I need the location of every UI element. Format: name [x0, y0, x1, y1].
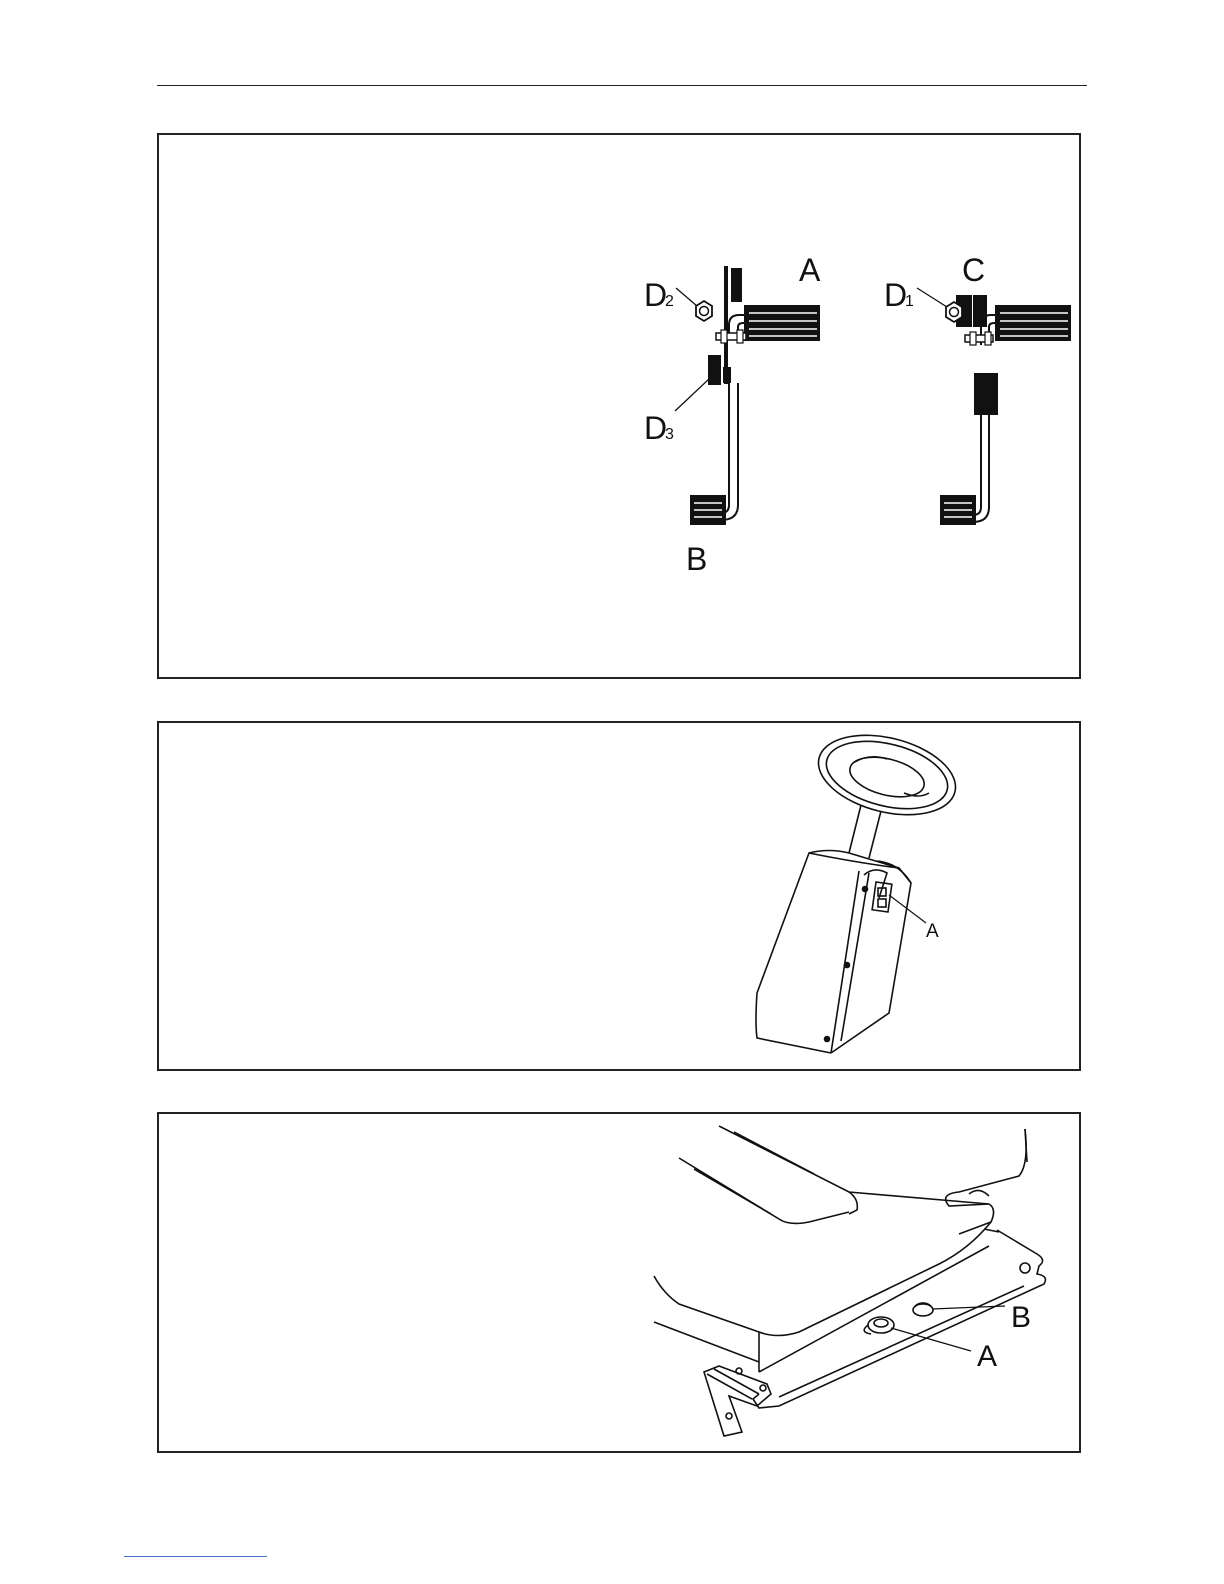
seat-pan	[753, 1230, 1045, 1408]
bolt-right	[965, 332, 993, 345]
seat-figure-panel: A B	[157, 1112, 1081, 1453]
label-d1-subscript: 1	[905, 293, 914, 310]
steering-wheel-icon	[810, 722, 964, 828]
label-d2-subscript: 2	[665, 293, 674, 310]
steering-column-diagram: A	[159, 723, 1083, 1073]
label-d3: D	[644, 410, 667, 446]
pedal-diagram: A C B D 2 D 3 D 1	[159, 135, 1083, 681]
fastener-a	[864, 1317, 894, 1334]
nut-d2-icon	[696, 301, 712, 321]
fastener-b	[913, 1303, 933, 1316]
bolt-left	[716, 330, 746, 343]
seat-cushion	[654, 1126, 1027, 1372]
upper-pedal-pad-left	[744, 305, 820, 341]
label-d1: D	[884, 277, 907, 313]
label-d2: D	[644, 277, 667, 313]
upper-pedal-pad-right	[995, 305, 1071, 341]
hinge-icon	[704, 1366, 771, 1436]
spacer-lower-right	[974, 373, 998, 415]
column-housing	[756, 851, 911, 1054]
header-rule	[157, 85, 1087, 86]
screw-icon	[863, 887, 868, 892]
spacer-d3	[708, 355, 721, 385]
seat-diagram: A B	[159, 1114, 1083, 1455]
pedal-figure-panel: A C B D 2 D 3 D 1	[157, 133, 1081, 679]
lower-pedal-pad-right	[940, 495, 976, 525]
pedal-assembly-left	[675, 266, 820, 525]
screw-icon	[825, 1037, 830, 1042]
label-a: A	[926, 921, 939, 942]
lower-pedal-pad-left	[690, 495, 726, 525]
label-a: A	[977, 1340, 997, 1373]
footer-link-underline[interactable]	[124, 1556, 267, 1557]
screw-icon	[845, 963, 850, 968]
label-d3-subscript: 3	[665, 426, 674, 443]
label-b: B	[1011, 1301, 1031, 1334]
label-b: B	[686, 541, 707, 577]
pedal-assembly-right	[917, 288, 1071, 525]
bolt-icon	[1020, 1263, 1030, 1273]
nut-d1-icon	[946, 302, 962, 322]
label-c: C	[962, 252, 985, 288]
label-a: A	[799, 252, 821, 288]
steering-figure-panel: A	[157, 721, 1081, 1071]
